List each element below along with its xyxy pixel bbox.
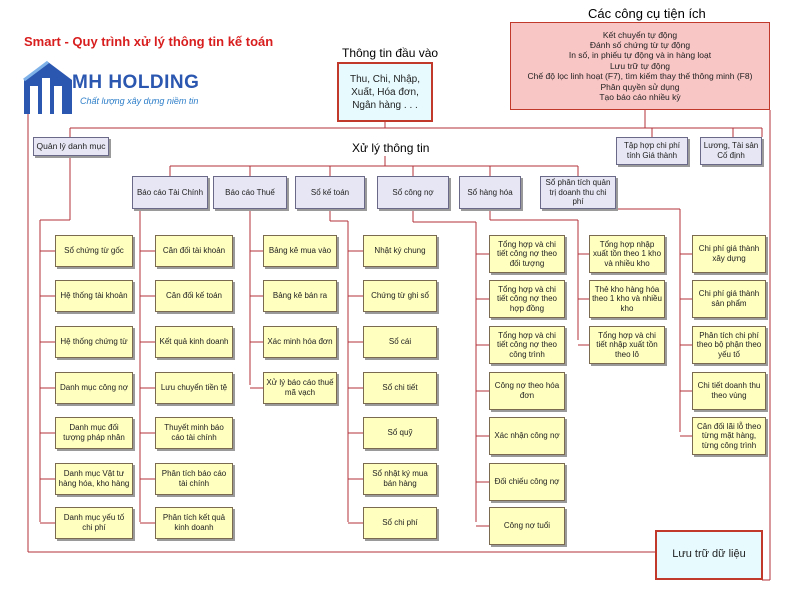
- tool-item: Chế độ lọc linh hoạt (F7), tìm kiếm thay…: [527, 71, 753, 82]
- category-box: Báo cáo Thuế: [213, 176, 287, 209]
- input-box: Thu, Chi, Nhập, Xuất, Hóa đơn, Ngân hàng…: [337, 62, 433, 122]
- process-node: Sổ chi tiết: [363, 372, 437, 404]
- process-node: Công nợ tuổi: [489, 507, 565, 545]
- process-node: Chi phí giá thành sản phẩm: [692, 280, 766, 318]
- process-node: Phân tích kết quả kinh doanh: [155, 507, 233, 539]
- process-node: Chi tiết doanh thu theo vùng: [692, 372, 766, 410]
- process-node: Sổ quỹ: [363, 417, 437, 449]
- tool-item: Lưu trữ tự động: [609, 60, 671, 71]
- process-node: Công nợ theo hóa đơn: [489, 372, 565, 410]
- process-node: Tổng hợp nhập xuất tồn theo 1 kho và nhi…: [589, 235, 665, 273]
- process-node: Tổng hợp và chi tiết công nợ theo đối tư…: [489, 235, 565, 273]
- process-node: Cân đối lãi lỗ theo từng mặt hàng, từng …: [692, 417, 766, 455]
- process-node: Lưu chuyển tiền tệ: [155, 372, 233, 404]
- manage-catalog-box: Quản lý danh mục: [33, 137, 109, 156]
- storage-box: Lưu trữ dữ liệu: [655, 530, 763, 580]
- tools-heading: Các công cụ tiện ích: [588, 6, 706, 21]
- process-node: Xác minh hóa đơn: [263, 326, 337, 358]
- tool-item: Tạo báo cáo nhiều kỳ: [599, 91, 681, 102]
- process-node: Chứng từ ghi sổ: [363, 280, 437, 312]
- process-node: Danh mục yếu tố chi phí: [55, 507, 133, 539]
- process-node: Danh mục công nợ: [55, 372, 133, 404]
- process-node: Phân tích báo cáo tài chính: [155, 463, 233, 495]
- process-node: Đối chiếu công nợ: [489, 463, 565, 501]
- process-node: Sổ nhật ký mua bán hàng: [363, 463, 437, 495]
- process-node: Tổng hợp và chi tiết nhập xuất tồn theo …: [589, 326, 665, 364]
- process-node: Kết quả kinh doanh: [155, 326, 233, 358]
- category-box: Báo cáo Tài Chính: [132, 176, 208, 209]
- process-node: Thuyết minh báo cáo tài chính: [155, 417, 233, 449]
- brand-slogan: Chất lượng xây dựng niềm tin: [80, 96, 199, 106]
- process-node: Bảng kê mua vào: [263, 235, 337, 267]
- tool-item: Đánh số chứng từ tự động: [589, 40, 691, 51]
- tool-item: Phân quyền sử dụng: [600, 81, 680, 92]
- process-node: Nhật ký chung: [363, 235, 437, 267]
- cost-aggregation-box: Tập hợp chi phí tính Giá thành: [616, 137, 688, 165]
- mh-holding-logo: [23, 60, 72, 114]
- process-node: Hệ thống tài khoản: [55, 280, 133, 312]
- process-node: Sổ chứng từ gốc: [55, 235, 133, 267]
- process-node: Danh mục đối tượng pháp nhân: [55, 417, 133, 449]
- process-node: Sổ cái: [363, 326, 437, 358]
- process-node: Bảng kê bán ra: [263, 280, 337, 312]
- salary-assets-box: Lương, Tài sản Cố định: [700, 137, 762, 165]
- category-box: Sổ kế toán: [295, 176, 365, 209]
- process-heading: Xử lý thông tin: [352, 141, 430, 155]
- input-heading: Thông tin đầu vào: [342, 46, 439, 60]
- brand-name: MH HOLDING: [72, 72, 200, 93]
- process-node: Thẻ kho hàng hóa theo 1 kho và nhiều kho: [589, 280, 665, 318]
- tool-item: In số, in phiếu tự động và in hàng loạt: [568, 50, 712, 61]
- process-node: Danh mục Vật tư hàng hóa, kho hàng: [55, 463, 133, 495]
- process-node: Sổ chi phí: [363, 507, 437, 539]
- process-node: Chi phí giá thành xây dựng: [692, 235, 766, 273]
- category-box: Sổ hàng hóa: [459, 176, 521, 209]
- process-node: Xử lý báo cáo thuế mã vạch: [263, 372, 337, 404]
- category-box: Sổ công nợ: [377, 176, 449, 209]
- diagram-title: Smart - Quy trình xử lý thông tin kế toá…: [24, 34, 274, 49]
- process-node: Cân đối kế toán: [155, 280, 233, 312]
- process-node: Phân tích chi phí theo bộ phận theo yếu …: [692, 326, 766, 364]
- process-node: Hệ thống chứng từ: [55, 326, 133, 358]
- process-node: Xác nhận công nợ: [489, 417, 565, 455]
- process-node: Tổng hợp và chi tiết công nợ theo hợp đồ…: [489, 280, 565, 318]
- process-node: Cân đối tài khoản: [155, 235, 233, 267]
- category-box: Sổ phân tích quản trị doanh thu chi phí: [540, 176, 616, 209]
- tool-item: Kết chuyển tự động: [602, 29, 678, 40]
- process-node: Tổng hợp và chi tiết công nợ theo công t…: [489, 326, 565, 364]
